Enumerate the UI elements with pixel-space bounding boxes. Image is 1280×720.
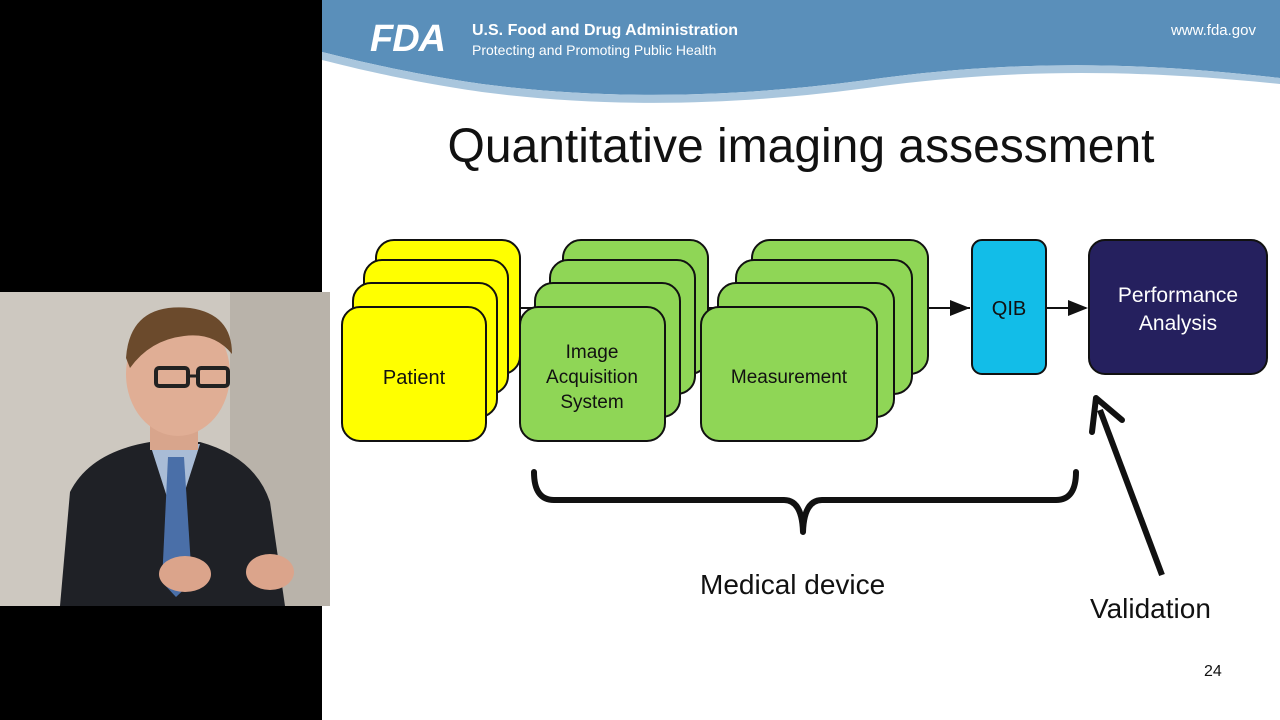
banner-shape [322, 0, 1280, 95]
acquisition-label-line-2: Acquisition [546, 367, 638, 388]
slide: FDA U.S. Food and Drug Administration Pr… [322, 0, 1280, 720]
speaker-video[interactable] [0, 292, 330, 606]
acquisition-label-line-3: System [560, 392, 623, 413]
medical-device-label: Medical device [700, 569, 886, 600]
header-banner [322, 0, 1280, 103]
hair [126, 307, 232, 368]
image-acquisition-stack: Image Acquisition System [519, 239, 709, 442]
acquisition-label-line-1: Image [566, 342, 619, 363]
measurement-stack: Measurement [700, 239, 929, 442]
left-hand [159, 556, 211, 592]
slide-title: Quantitative imaging assessment [447, 120, 1155, 173]
flow-diagram: Patient Image Acquisition System Measure… [341, 239, 1268, 577]
medical-device-brace [531, 469, 1079, 535]
agency-tagline: Protecting and Promoting Public Health [472, 42, 717, 58]
acquisition-card-1 [519, 306, 666, 442]
performance-label-line-2: Analysis [1139, 312, 1217, 335]
measurement-card-1 [700, 306, 878, 442]
page-number: 24 [1204, 663, 1222, 680]
fda-logo[interactable]: FDA [370, 18, 446, 60]
performance-box [1088, 239, 1268, 375]
right-hand [246, 554, 294, 590]
banner-wave [322, 52, 1280, 103]
patient-stack: Patient [341, 239, 521, 442]
qib-label: QIB [992, 298, 1026, 320]
agency-name: U.S. Food and Drug Administration [472, 22, 739, 39]
patient-label: Patient [383, 367, 446, 389]
speaker-figure [0, 292, 330, 606]
measurement-label: Measurement [731, 367, 848, 388]
performance-label-line-1: Performance [1118, 284, 1238, 307]
patient-card-1 [341, 306, 487, 442]
agency-url[interactable]: www.fda.gov [1170, 22, 1256, 39]
validation-arrow-head [1089, 395, 1125, 435]
validation-label: Validation [1090, 593, 1211, 624]
validation-arrow-shaft [1097, 408, 1165, 577]
